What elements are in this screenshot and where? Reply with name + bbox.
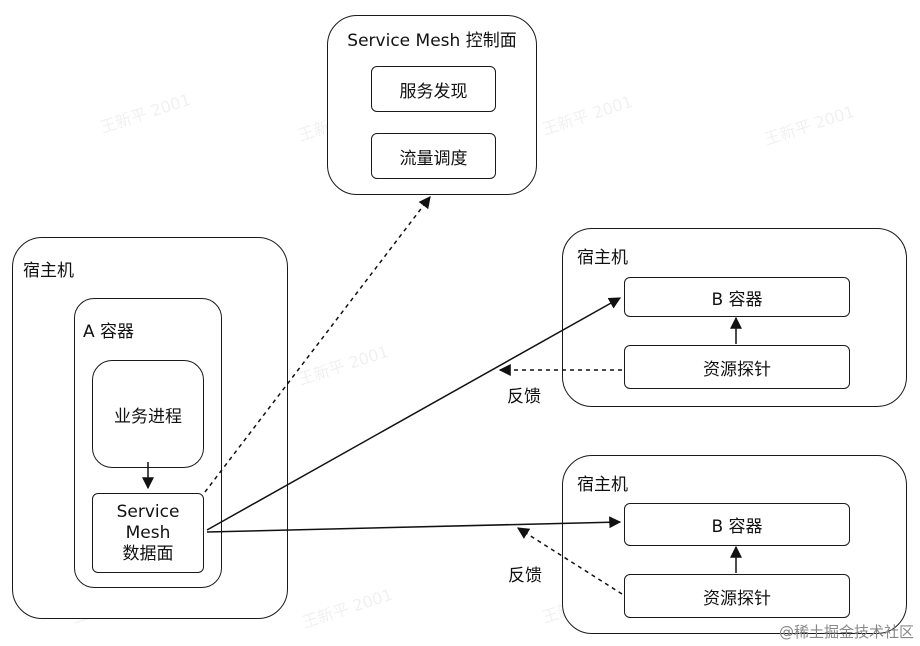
arrow-dataplane-to-b1	[206, 297, 622, 531]
service-discovery-box: 服务发现	[371, 66, 496, 112]
arrow-dataplane-to-b2	[206, 516, 622, 533]
container-a-title: A 容器	[83, 322, 135, 342]
host-b2-box: 宿主机 B 容器 资源探针	[562, 455, 907, 634]
probe-b2-box: 资源探针	[624, 574, 850, 618]
data-plane-line-1: Service	[116, 501, 180, 522]
data-plane-box: Service Mesh 数据面	[92, 493, 204, 573]
container-b2-box: B 容器	[624, 503, 850, 546]
host-b1-title: 宿主机	[577, 248, 628, 268]
probe-b1-box: 资源探针	[624, 345, 850, 389]
host-a-box: 宿主机 A 容器 业务进程 Service Mesh 数据面	[12, 237, 288, 619]
business-process-box: 业务进程	[92, 360, 204, 468]
feedback-label-b2: 反馈	[508, 566, 542, 586]
container-a-box: A 容器 业务进程 Service Mesh 数据面	[74, 298, 222, 588]
footer-credit: @稀土掘金技术社区	[778, 623, 914, 641]
data-plane-line-3: 数据面	[122, 543, 174, 564]
host-a-title: 宿主机	[23, 261, 74, 281]
feedback-label-b1: 反馈	[507, 387, 541, 407]
container-b1-box: B 容器	[624, 277, 850, 317]
arrow-feedback-b2	[516, 527, 623, 595]
control-plane-title: Service Mesh 控制面	[347, 31, 517, 51]
control-plane-box: Service Mesh 控制面 服务发现 流量调度	[327, 15, 537, 195]
traffic-scheduling-box: 流量调度	[371, 133, 496, 179]
data-plane-line-2: Mesh	[125, 522, 171, 543]
arrow-dataplane-to-control	[204, 196, 431, 493]
host-b2-title: 宿主机	[577, 475, 628, 495]
